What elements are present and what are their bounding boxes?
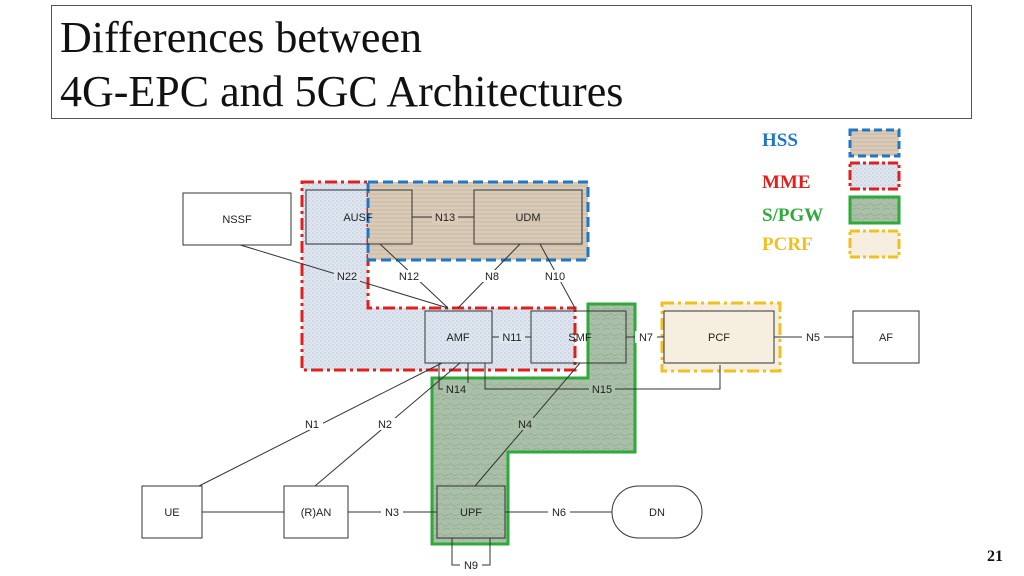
- legend-hss-label: HSS: [762, 130, 798, 151]
- dn-label: DN: [649, 507, 665, 519]
- legend-mme-swatch: [848, 161, 901, 191]
- n13-label: N13: [435, 212, 455, 224]
- af-node: [852, 310, 920, 364]
- n12-label: N12: [399, 271, 419, 283]
- n9-label: N9: [464, 560, 478, 572]
- n7-label: N7: [639, 332, 653, 344]
- n14-label: N14: [446, 384, 466, 396]
- legend-pcrf-swatch: [848, 229, 901, 259]
- slide-title-line-2: 4G-EPC and 5GC Architectures: [60, 67, 624, 116]
- upf-label: UPF: [460, 507, 482, 519]
- udm-node: [473, 189, 583, 245]
- n2-label: N2: [378, 419, 392, 431]
- n6-label: N6: [552, 507, 566, 519]
- legend: HSS MME S/PGW PCRF: [762, 128, 901, 259]
- upf-node: [436, 485, 506, 539]
- nssf-label: NSSF: [222, 214, 252, 226]
- legend-pcrf-label: PCRF: [762, 234, 813, 255]
- legend-spgw-label: S/PGW: [762, 205, 823, 226]
- n4-label: N4: [518, 419, 532, 431]
- legend-mme-label: MME: [762, 172, 811, 193]
- n1-label: N1: [305, 419, 319, 431]
- ue-node: [141, 485, 203, 539]
- pcf-label: PCF: [708, 332, 730, 344]
- hss-region: [366, 180, 590, 262]
- n15-label: N15: [592, 384, 612, 396]
- n22-label: N22: [337, 271, 357, 283]
- af-label: AF: [879, 332, 893, 344]
- dn-node: [611, 485, 703, 539]
- nssf-node: [182, 192, 292, 246]
- n10-label: N10: [545, 271, 565, 283]
- ue-label: UE: [164, 507, 179, 519]
- ausf-node: [305, 189, 413, 245]
- ausf-label: AUSF: [343, 212, 373, 224]
- ran-node: [283, 485, 349, 539]
- amf-label: AMF: [446, 332, 470, 344]
- n3-label: N3: [385, 507, 399, 519]
- legend-hss-swatch: [848, 128, 901, 158]
- n8-label: N8: [485, 271, 499, 283]
- amf-node: [424, 310, 493, 364]
- page-number: 21: [987, 548, 1003, 565]
- n5-label: N5: [806, 332, 820, 344]
- legend-spgw-swatch: [848, 195, 901, 225]
- pcf-node: [663, 310, 775, 364]
- smf-label: SMF: [568, 332, 592, 344]
- udm-label: UDM: [515, 212, 540, 224]
- ran-label: (R)AN: [301, 507, 332, 519]
- title-box: Differences between 4G-EPC and 5GC Archi…: [51, 5, 972, 119]
- slide-title-line-1: Differences between: [60, 13, 422, 62]
- smf-node: [530, 310, 627, 364]
- n11-label: N11: [502, 332, 521, 344]
